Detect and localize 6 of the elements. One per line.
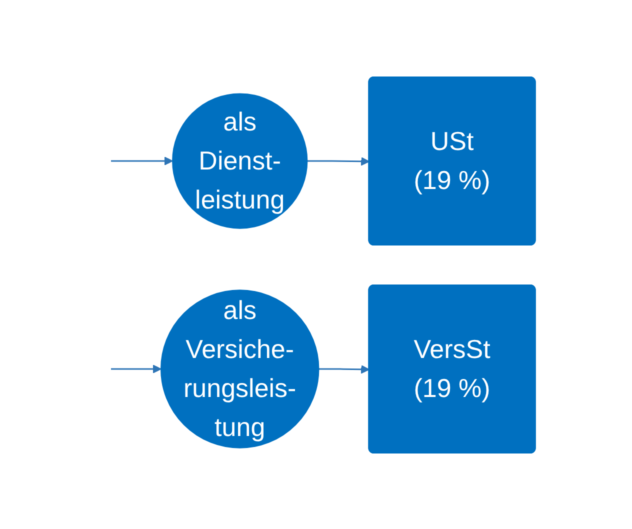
arrow bbox=[110, 364, 162, 373]
node-circle: als Dienst- leistung bbox=[172, 92, 308, 228]
arrow bbox=[307, 156, 370, 166]
node-circle: als Versiche- rungsleis- tung bbox=[160, 289, 320, 448]
arrow bbox=[110, 156, 173, 165]
arrow bbox=[318, 364, 370, 374]
